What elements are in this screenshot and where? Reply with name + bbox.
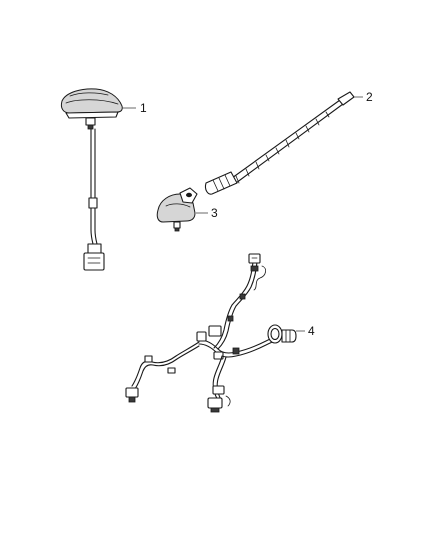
callout-2-label: 2	[366, 90, 373, 104]
callout-4-label: 4	[308, 324, 315, 338]
part-4-wiring-harness	[125, 253, 297, 413]
callout-2: 2	[354, 90, 373, 104]
part-3-antenna-base	[156, 187, 198, 232]
callout-1-label: 1	[140, 101, 147, 115]
callout-3-label: 3	[211, 206, 218, 220]
callout-3: 3	[196, 206, 218, 220]
part-2-antenna-mast	[204, 91, 355, 195]
part-1-antenna-module	[60, 88, 123, 271]
callout-4: 4	[296, 324, 315, 338]
callout-1: 1	[122, 101, 147, 115]
